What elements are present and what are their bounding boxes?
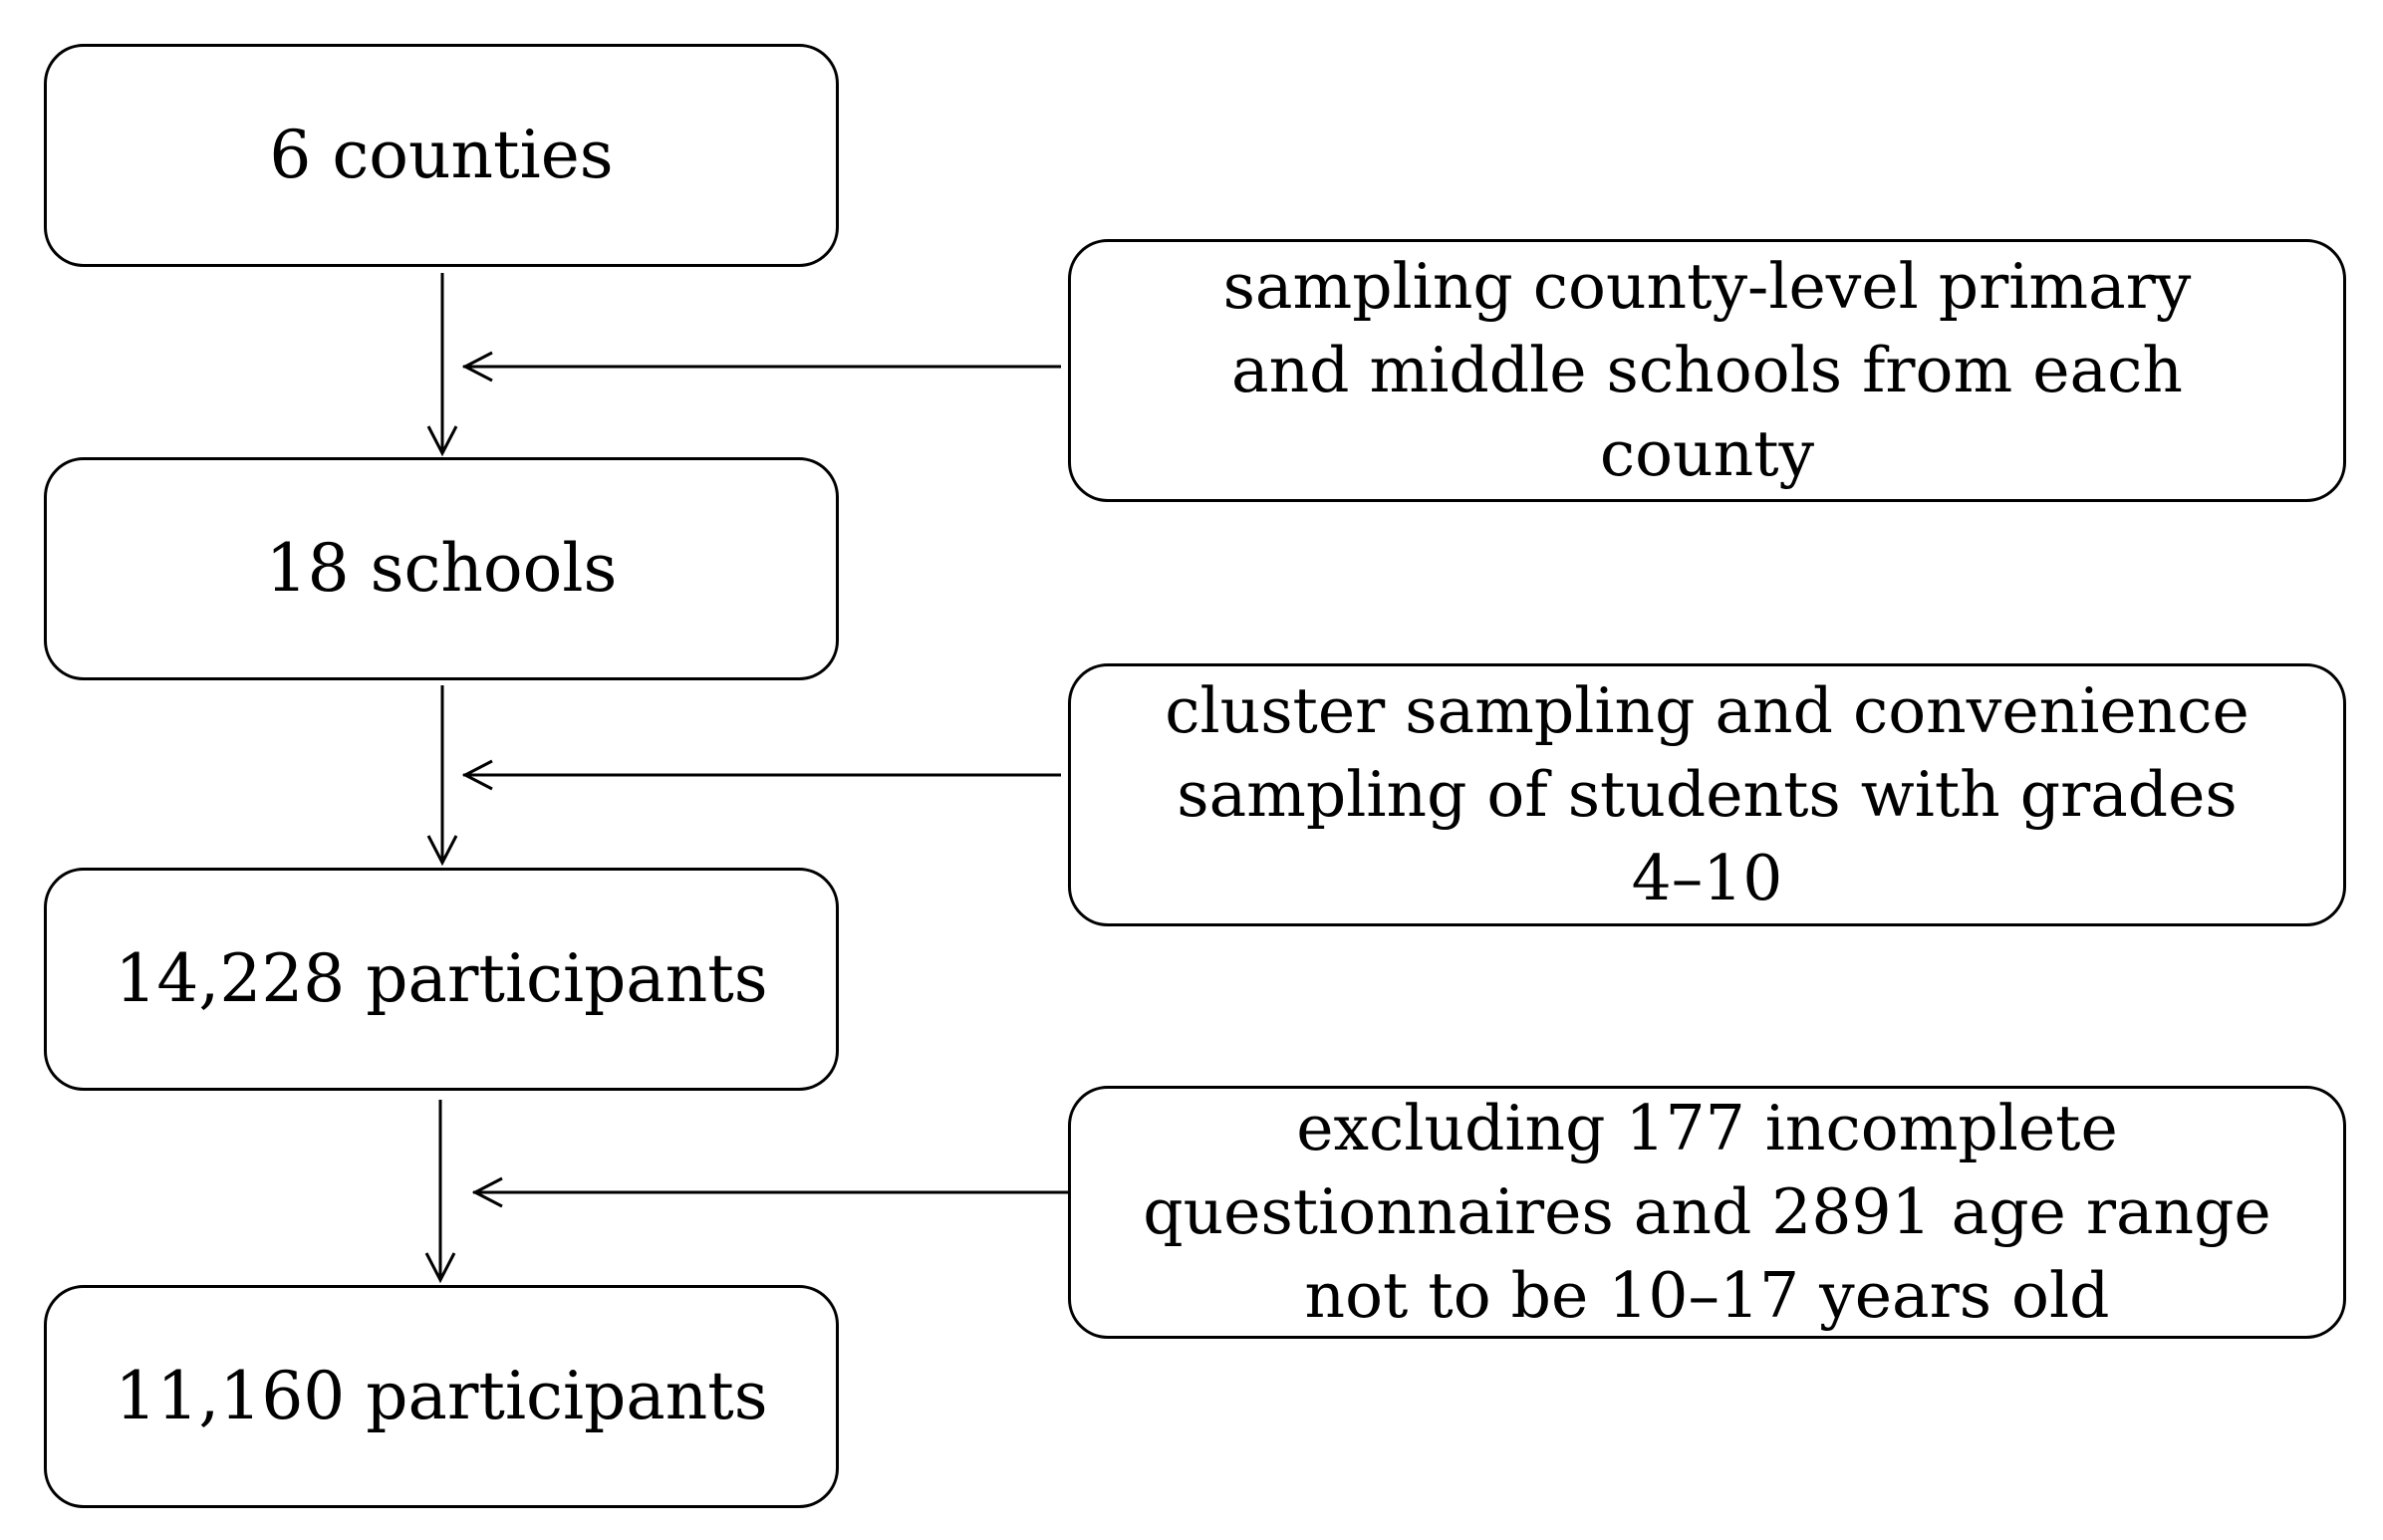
process-label: cluster sampling and convenience samplin…: [1165, 674, 2250, 914]
flow-arrow-1: [426, 273, 458, 457]
process-box-exclusion: excluding 177 incomplete questionnaires …: [1068, 1086, 2346, 1339]
stage-box-counties: 6 counties: [44, 44, 839, 267]
stage-label: 14,228 participants: [115, 940, 768, 1017]
stage-box-participants-final: 11,160 participants: [44, 1285, 839, 1508]
process-label: sampling county-level primary and middle…: [1222, 250, 2192, 490]
stage-label: 6 counties: [269, 117, 614, 193]
stage-label: 11,160 participants: [115, 1358, 768, 1434]
stage-label: 18 schools: [265, 530, 618, 607]
process-box-student-sampling: cluster sampling and convenience samplin…: [1068, 663, 2346, 926]
side-arrow-3: [471, 1176, 1068, 1208]
stage-box-schools: 18 schools: [44, 457, 839, 680]
side-arrow-1: [461, 351, 1061, 383]
side-arrow-2: [461, 759, 1061, 791]
process-label: excluding 177 incomplete questionnaires …: [1143, 1092, 2271, 1332]
flow-arrow-3: [424, 1100, 456, 1284]
stage-box-participants-initial: 14,228 participants: [44, 868, 839, 1091]
flow-arrow-2: [426, 685, 458, 867]
process-box-school-sampling: sampling county-level primary and middle…: [1068, 239, 2346, 502]
